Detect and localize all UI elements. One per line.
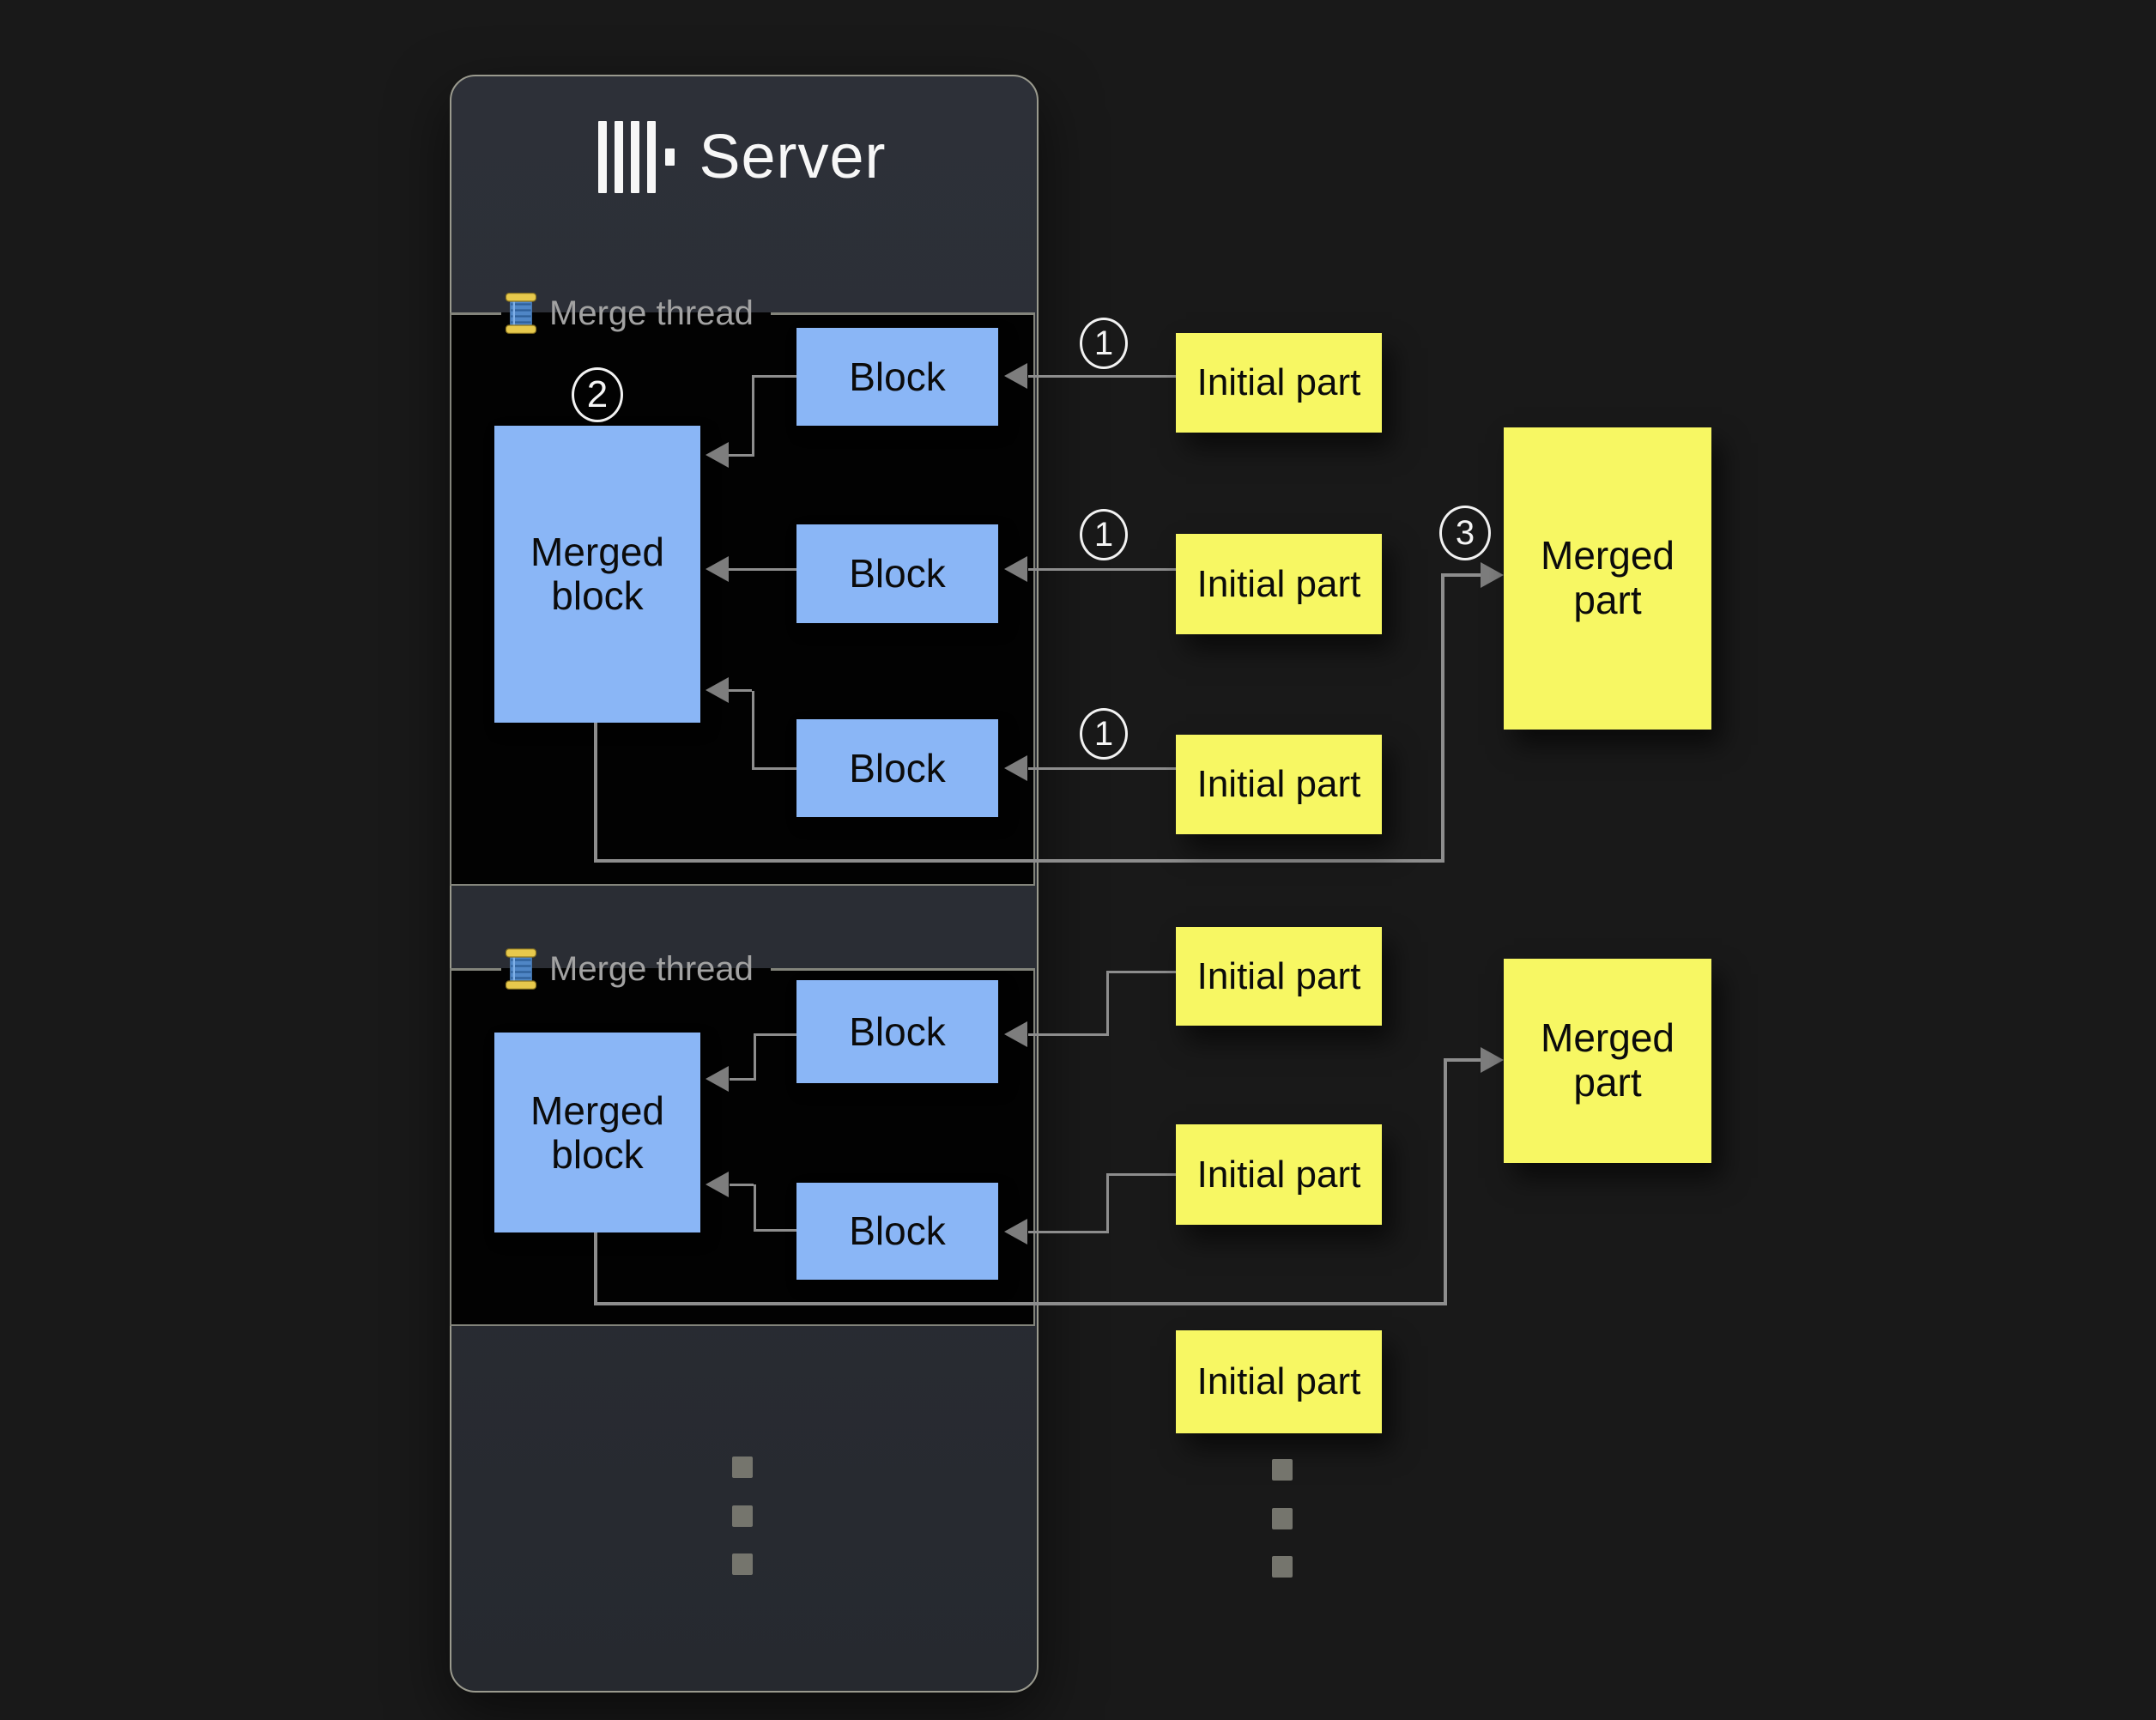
- merged-part-1: Merged part: [1504, 427, 1711, 730]
- thread1-legend: Merge thread: [503, 292, 754, 335]
- connector-merged-block2-out: [594, 1302, 1447, 1305]
- connector-block5-merged: [754, 1184, 756, 1232]
- connector-block1-merged: [752, 375, 754, 457]
- block-3: Block: [796, 719, 998, 817]
- merged-block-1: Merged block: [494, 426, 700, 723]
- connector-block3-merged: [752, 691, 754, 770]
- initial-part-1: Initial part: [1176, 333, 1382, 433]
- connector-merged-block2-out: [594, 1232, 597, 1305]
- initial-part-3: Initial part: [1176, 735, 1382, 834]
- connector-merged-block2-out: [1444, 1060, 1447, 1305]
- connector-block1-merged: [728, 454, 752, 457]
- connector-merged-block1-out: [1441, 575, 1444, 863]
- connector-ip4-block4: [1106, 971, 1176, 973]
- arrowhead-into-merged-block-1: [706, 677, 729, 703]
- ellipsis-dot: [732, 1457, 753, 1478]
- ellipsis-dot: [1272, 1459, 1293, 1481]
- block-4: Block: [796, 980, 998, 1083]
- thread1-border-segment: [450, 312, 501, 315]
- connector-ip3-block3: [1028, 767, 1176, 770]
- server-header: Server: [450, 118, 1035, 196]
- step-badge-2: 2: [572, 367, 623, 422]
- connector-block4-merged: [754, 1033, 796, 1036]
- connector-ip1-block1: [1028, 375, 1176, 378]
- thread2-border-segment: [450, 968, 501, 971]
- connector-block5-merged: [754, 1229, 796, 1232]
- arrowhead-into-block-3: [1004, 755, 1027, 781]
- thread-spool-icon: [505, 948, 537, 990]
- ellipsis-dot: [1272, 1556, 1293, 1578]
- arrowhead-into-block-2: [1004, 556, 1027, 582]
- arrowhead-into-merged-block-1: [706, 556, 729, 582]
- merged-part-2: Merged part: [1504, 959, 1711, 1163]
- arrowhead-into-block-4: [1004, 1021, 1027, 1047]
- initial-part-4: Initial part: [1176, 927, 1382, 1026]
- arrowhead-into-merged-part-2: [1481, 1047, 1504, 1073]
- arrowhead-into-merged-part-1: [1481, 562, 1504, 588]
- ellipsis-dot: [732, 1505, 753, 1527]
- connector-merged-block1-out: [594, 859, 1444, 863]
- clickhouse-bars-icon: [598, 120, 675, 194]
- connector-block5-merged: [730, 1184, 754, 1186]
- thread-spool-icon: [505, 293, 537, 334]
- merge-thread-label: Merge thread: [549, 949, 754, 988]
- initial-part-6: Initial part: [1176, 1330, 1382, 1433]
- thread1-border-segment: [771, 312, 1035, 315]
- connector-block4-merged: [730, 1078, 754, 1081]
- connector-ip4-block4: [1028, 1033, 1109, 1036]
- ellipsis-dot: [1272, 1508, 1293, 1529]
- block-1: Block: [796, 328, 998, 426]
- logo-bar: [631, 121, 640, 193]
- block-2: Block: [796, 524, 998, 623]
- logo-bar: [598, 121, 608, 193]
- connector-block4-merged: [754, 1033, 756, 1081]
- connector-block1-merged: [752, 375, 796, 378]
- step-badge-1: 1: [1080, 509, 1128, 560]
- arrowhead-into-merged-block-2: [706, 1066, 729, 1092]
- block-5: Block: [796, 1183, 998, 1280]
- arrowhead-into-block-1: [1004, 363, 1027, 389]
- merge-thread-label: Merge thread: [549, 294, 754, 332]
- connector-merged-block1-out: [594, 723, 597, 863]
- logo-bar: [647, 121, 657, 193]
- connector-block2-merged: [728, 568, 796, 571]
- step-badge-1: 1: [1080, 318, 1128, 369]
- merged-block-2: Merged block: [494, 1033, 700, 1232]
- connector-ip2-block2: [1028, 568, 1176, 571]
- arrowhead-into-block-5: [1004, 1219, 1027, 1245]
- connector-ip5-block5: [1106, 1173, 1176, 1176]
- arrowhead-into-merged-block-1: [706, 442, 729, 468]
- arrowhead-into-merged-block-2: [706, 1172, 729, 1197]
- connector-block3-merged: [728, 689, 752, 692]
- thread2-border-segment: [771, 968, 1035, 971]
- logo-dot: [665, 148, 675, 166]
- connector-merged-block1-out: [1441, 573, 1496, 577]
- initial-part-2: Initial part: [1176, 534, 1382, 634]
- server-title: Server: [699, 123, 887, 191]
- connector-ip5-block5: [1028, 1231, 1109, 1233]
- connector-merged-block2-out: [1444, 1058, 1496, 1062]
- connector-ip4-block4: [1106, 971, 1109, 1036]
- connector-block3-merged: [752, 767, 796, 770]
- logo-bar: [615, 121, 624, 193]
- ellipsis-dot: [732, 1553, 753, 1575]
- initial-part-5: Initial part: [1176, 1124, 1382, 1225]
- step-badge-3: 3: [1439, 506, 1491, 560]
- thread2-legend: Merge thread: [503, 948, 754, 990]
- step-badge-1: 1: [1080, 708, 1128, 760]
- connector-ip5-block5: [1106, 1173, 1109, 1233]
